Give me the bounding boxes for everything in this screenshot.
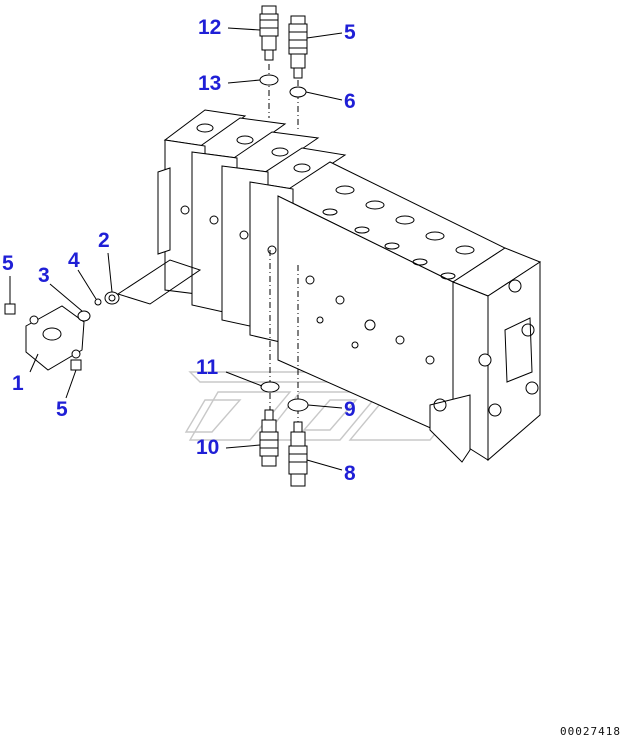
control-valve-block bbox=[157, 109, 542, 463]
callout-2: 2 bbox=[98, 229, 110, 252]
o-ring-13 bbox=[259, 74, 279, 86]
drawing-number: 00027418 bbox=[560, 725, 621, 738]
callout-4: 4 bbox=[68, 249, 80, 272]
relief-valve-10 bbox=[259, 409, 279, 467]
callout-5-top: 5 bbox=[2, 252, 14, 275]
o-ring-7 bbox=[289, 86, 307, 98]
callout-12: 12 bbox=[198, 16, 221, 39]
callout-6: 5 bbox=[344, 21, 356, 44]
callout-11: 11 bbox=[196, 356, 219, 379]
callout-8: 8 bbox=[344, 462, 356, 485]
relief-valve-8 bbox=[288, 421, 308, 487]
callout-5-bottom: 5 bbox=[56, 398, 68, 421]
callout-10: 10 bbox=[196, 436, 219, 459]
o-ring-11 bbox=[260, 381, 280, 393]
callout-1: 1 bbox=[12, 372, 24, 395]
relief-valve-12 bbox=[259, 5, 279, 61]
callout-9: 9 bbox=[344, 398, 356, 421]
relief-valve-6 bbox=[288, 15, 308, 79]
callout-7: 6 bbox=[344, 90, 356, 113]
callout-3: 3 bbox=[38, 264, 50, 287]
flange-assembly bbox=[4, 291, 120, 371]
leader-lines bbox=[9, 27, 343, 471]
callout-13: 13 bbox=[198, 72, 221, 95]
centerline-port-left bbox=[116, 259, 202, 305]
o-ring-9 bbox=[287, 398, 309, 412]
